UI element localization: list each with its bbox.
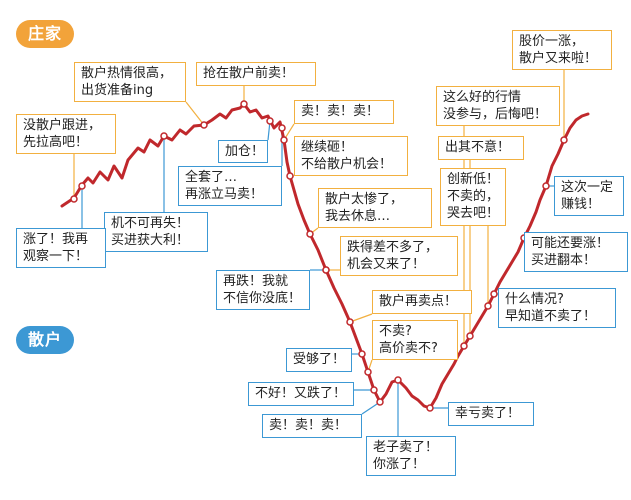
speech-bubble: 受够了！ <box>286 348 352 372</box>
speech-bubble: 不好！又跌了！ <box>248 382 354 406</box>
curve-point-marker <box>70 195 78 203</box>
curve-point-marker <box>78 182 86 190</box>
curve-point-marker <box>484 302 492 310</box>
speech-bubble: 机不可再失！ 买进获大利！ <box>104 212 208 252</box>
speech-bubble: 创新低！ 不卖的， 哭去吧！ <box>440 168 506 226</box>
curve-point-marker <box>240 100 248 108</box>
speech-bubble: 散户热情很高， 出货准备ing <box>74 62 186 102</box>
speech-bubble: 可能还要涨！ 买进翻本！ <box>524 232 628 272</box>
speech-bubble: 幸亏卖了！ <box>448 402 534 426</box>
speech-bubble: 涨了！我再 观察一下！ <box>16 228 106 268</box>
speech-bubble: 再跌！我就 不信你没底！ <box>216 270 310 310</box>
curve-point-marker <box>160 132 168 140</box>
curve-point-marker <box>346 318 354 326</box>
curve-point-marker <box>460 342 468 350</box>
curve-point-marker <box>278 124 286 132</box>
speech-bubble: 没散户跟进， 先拉高吧！ <box>16 114 116 154</box>
speech-bubble: 全套了… 再涨立马卖！ <box>178 166 282 206</box>
curve-point-marker <box>370 386 378 394</box>
connector-line <box>349 313 373 323</box>
speech-bubble: 老子卖了！ 你涨了！ <box>366 436 456 476</box>
speech-bubble: 抢在散户前卖！ <box>196 62 316 86</box>
curve-point-marker <box>376 398 384 406</box>
curve-point-marker <box>286 172 294 180</box>
curve-point-marker <box>560 136 568 144</box>
speech-bubble: 散户太惨了， 我去休息… <box>318 188 432 228</box>
curve-point-marker <box>200 121 208 129</box>
curve-point-marker <box>466 332 474 340</box>
speech-bubble: 加仓！ <box>218 140 268 163</box>
speech-bubble: 股价一涨， 散户又来啦！ <box>512 30 612 70</box>
curve-point-marker <box>358 350 366 358</box>
curve-point-marker <box>306 230 314 238</box>
retail-investor-label: 散户 <box>16 326 75 354</box>
speech-bubble: 继续砸！ 不给散户机会！ <box>294 136 408 176</box>
curve-point-marker <box>542 182 550 190</box>
curve-point-marker <box>426 404 434 412</box>
speech-bubble: 跌得差不多了， 机会又来了！ <box>340 236 458 276</box>
speech-bubble: 出其不意！ <box>438 136 524 160</box>
speech-bubble: 这么好的行情 没参与，后悔吧！ <box>436 86 560 126</box>
curve-point-marker <box>322 266 330 274</box>
speech-bubble: 散户再卖点！ <box>372 290 472 314</box>
curve-point-marker <box>280 136 288 144</box>
banker-label: 庄家 <box>16 20 75 48</box>
speech-bubble: 什么情况? 早知道不卖了！ <box>498 288 616 328</box>
curve-point-marker <box>394 376 402 384</box>
curve-point-marker <box>364 368 372 376</box>
speech-bubble: 不卖? 高价卖不? <box>372 320 458 360</box>
speech-bubble: 卖！卖！卖！ <box>262 414 362 438</box>
connector-line <box>185 101 205 126</box>
speech-bubble: 卖！卖！卖！ <box>294 100 394 124</box>
curve-point-marker <box>490 290 498 298</box>
speech-bubble: 这次一定 赚钱！ <box>554 176 624 216</box>
curve-point-marker <box>266 117 274 125</box>
